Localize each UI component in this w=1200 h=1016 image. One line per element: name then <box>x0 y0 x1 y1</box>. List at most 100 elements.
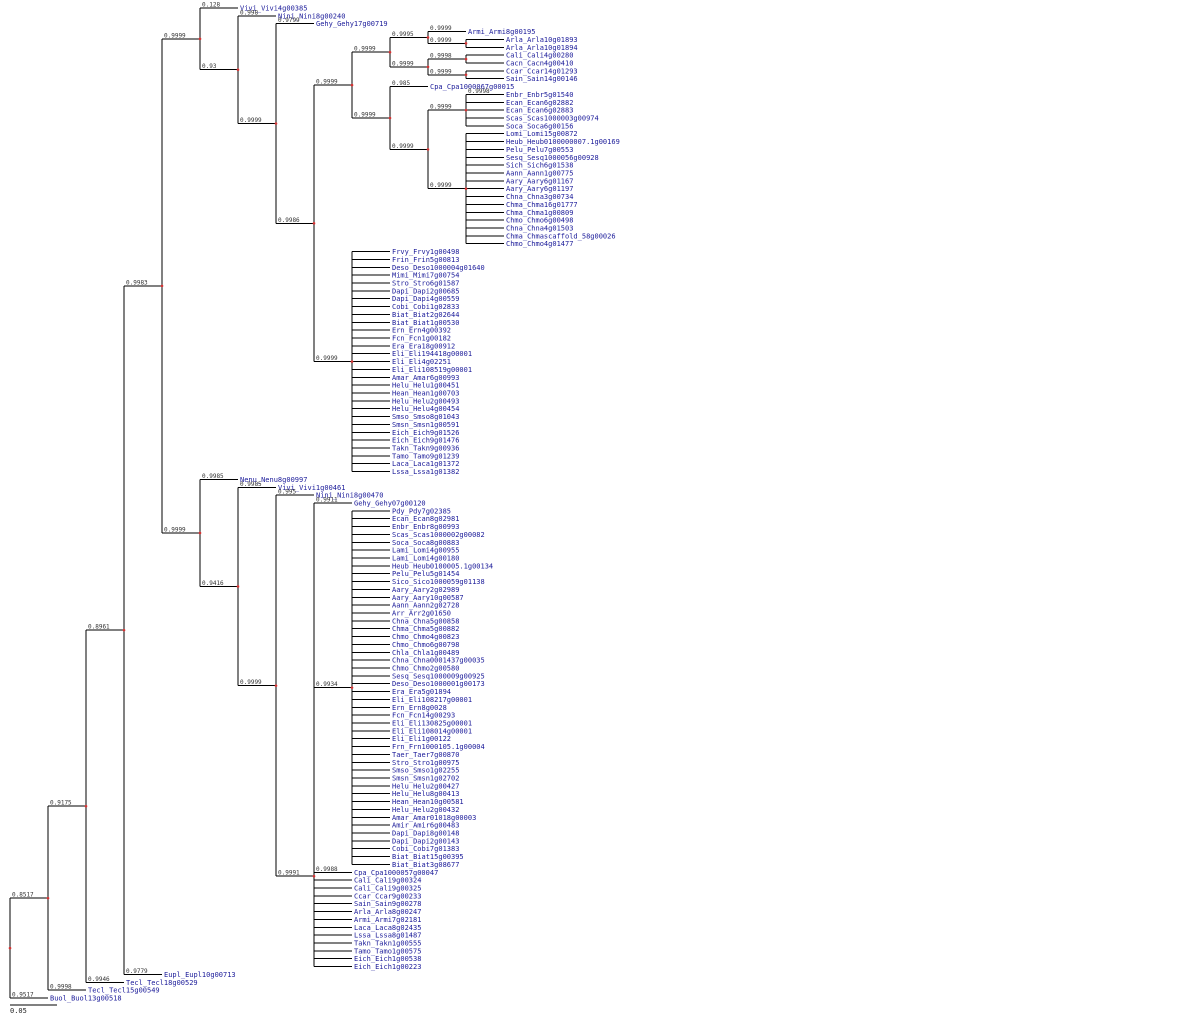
leaf-label: Aann_Aann1g00775 <box>506 170 573 178</box>
leaf-label: Era_Era5g01894 <box>392 688 451 696</box>
internal-node <box>388 116 392 120</box>
leaf-label: Chna_Chna0001437g00035 <box>392 657 485 665</box>
leaf-label: Helu_Helu8g00413 <box>392 790 459 798</box>
leaf-label: Chmo_Chmo4g00823 <box>392 633 459 641</box>
internal-node <box>312 222 316 225</box>
internal-node <box>388 50 392 54</box>
leaf-label: Cali_Cali9g00324 <box>354 877 421 885</box>
support-value: 0.9999 <box>430 25 452 32</box>
support-value: 0.9999 <box>164 32 186 39</box>
internal-node <box>46 896 50 900</box>
support-value: 0.9999 <box>430 104 452 111</box>
leaf-label: Vivi_Vivi1g00461 <box>278 484 345 492</box>
support-value: 0.9985 <box>240 481 262 488</box>
internal-node <box>350 686 354 689</box>
support-value: 0.9985 <box>202 473 224 480</box>
support-value: 0.9999 <box>392 143 414 150</box>
leaf-label: Helu_Helu1g00451 <box>392 382 459 390</box>
internal-node <box>312 874 316 878</box>
support-value: 0.9995 <box>392 31 414 38</box>
internal-node <box>464 108 468 112</box>
leaf-label: Lami_Lomi4g00955 <box>392 547 459 555</box>
leaf-label: Era_Era18g00912 <box>392 342 455 350</box>
internal-node <box>236 68 240 71</box>
leaf-label: Buol_Buol13g00518 <box>50 995 122 1003</box>
leaf-label: Eli_Eli108519g00001 <box>392 366 472 374</box>
leaf-label: Smso_Smso1g02255 <box>392 767 459 775</box>
support-value: 0.9911 <box>316 497 338 504</box>
leaf-label: Amar_Amar6g00993 <box>392 374 459 382</box>
leaf-label: Helu_Helu4g00454 <box>392 405 459 413</box>
leaf-label: Chma_Chma1g00809 <box>506 209 573 217</box>
leaf-label: Sesq_Sesq1000056g00928 <box>506 154 599 162</box>
leaf-label: Arla_Arla8g00247 <box>354 908 421 916</box>
leaf-label: Hean_Hean1g00703 <box>392 390 459 398</box>
leaf-label: Eupl_Eupl10g00713 <box>164 971 236 979</box>
support-value: 0.9946 <box>88 976 110 983</box>
leaf-label: Eli_Eli1g00122 <box>392 735 451 743</box>
leaf-label: Cali_Cali4g00280 <box>506 52 573 60</box>
leaf-label: Chla_Chla1g00489 <box>392 649 459 657</box>
leaf-label: Helu_Helu2g00432 <box>392 806 459 814</box>
leaf-label: Cali_Cali9g00325 <box>354 885 421 893</box>
support-value: 0.995 <box>278 489 296 496</box>
internal-node <box>274 122 278 125</box>
leaf-label: Heub_Heub0100005.1g00134 <box>392 562 493 570</box>
leaf-label: Deso_Deso1000001g00173 <box>392 680 485 688</box>
internal-node <box>426 65 430 69</box>
leaf-label: Dapi_Dapi8g00148 <box>392 830 459 838</box>
leaf-label: Eich_Eich1g00538 <box>354 955 421 963</box>
support-value: 0.9779 <box>126 968 148 975</box>
leaf-label: Eli_Eli4g02251 <box>392 358 451 366</box>
leaf-label: Helu_Helu2g00427 <box>392 782 459 790</box>
leaf-label: Dapi_Dapi4g00559 <box>392 295 459 303</box>
leaf-label: Biat_Biat15g00395 <box>392 853 464 861</box>
leaf-label: Chma_Chmascaffold_58g00026 <box>506 232 616 240</box>
internal-node <box>464 73 468 77</box>
internal-node <box>350 360 354 363</box>
support-value: 0.8517 <box>12 892 34 899</box>
leaf-label: Mimi_Mimi7g00754 <box>392 272 459 280</box>
support-value: 0.9416 <box>202 580 224 587</box>
leaf-label: Eli_Eli130825g00001 <box>392 720 472 728</box>
leaf-label: Heub_Heub0100000007.1g00169 <box>506 138 620 146</box>
internal-node <box>198 37 202 41</box>
leaf-label: Aary_Aary10g00587 <box>392 594 464 602</box>
leaf-label: Hean_Hean10g00581 <box>392 798 464 806</box>
leaf-label: Fcn_Fcn1g00182 <box>392 335 451 343</box>
leaf-label: Chmo_Chmo2g00580 <box>392 665 459 673</box>
support-value: 0.9999 <box>354 112 376 119</box>
support-value: 0.9988 <box>316 866 338 873</box>
support-value: 0.93 <box>202 63 217 70</box>
leaf-label: Cpa_Cpa1000057g00047 <box>354 869 438 877</box>
support-value: 0.9998 <box>50 984 72 991</box>
internal-node <box>426 148 430 151</box>
leaf-label: Sich_Sich6g01538 <box>506 162 573 170</box>
leaf-label: Chna_Chna5g00858 <box>392 617 459 625</box>
leaf-label: Ecan_Ecan8g02981 <box>392 515 459 523</box>
tree-nodes <box>8 36 468 950</box>
leaf-label: Laca_Laca8g02435 <box>354 924 421 932</box>
internal-node <box>426 36 430 39</box>
leaf-label: Arr_Arr2g01650 <box>392 610 451 618</box>
internal-node <box>464 42 468 45</box>
internal-node <box>84 804 88 808</box>
leaf-label: Sain_Sain9g00278 <box>354 900 421 908</box>
leaf-label: Gehy_Gehy07g00120 <box>354 500 426 508</box>
leaf-label: Dapi_Dapi2g00685 <box>392 287 459 295</box>
support-value: 0.9999 <box>164 526 186 533</box>
leaf-label: Arla_Arla10g01893 <box>506 36 578 44</box>
internal-node <box>274 684 278 687</box>
leaf-label: Cacn_Cacn4g00410 <box>506 60 573 68</box>
leaf-label: Eich_Eich9g01526 <box>392 429 459 437</box>
leaf-label: Cpa_Cpa1000067g00015 <box>430 83 514 91</box>
leaf-label: Armi_Armi7g02181 <box>354 916 421 924</box>
leaf-label: Eli_Eli108014g00001 <box>392 727 472 735</box>
leaf-label: Chna_Chna4g01503 <box>506 225 573 233</box>
leaf-label: Scas_Scas1000002g00082 <box>392 531 485 539</box>
support-value: 0.9999 <box>354 46 376 53</box>
support-value: 0.9175 <box>50 800 72 807</box>
internal-node <box>236 585 240 588</box>
leaf-label: Lami_Lomi4g00180 <box>392 555 459 563</box>
